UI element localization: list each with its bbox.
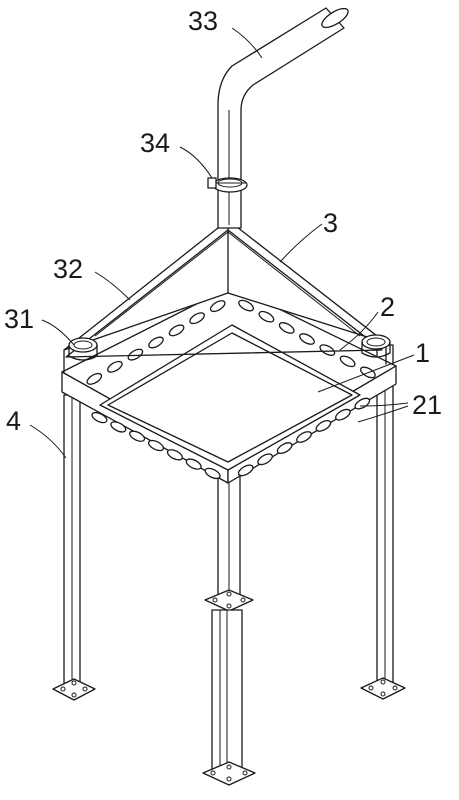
outlet-pipe [207,7,349,229]
leader-lines [29,27,415,459]
socket-left [68,337,98,361]
slot-hole [168,324,185,337]
label-34: 34 [140,128,170,158]
slot-hole [315,419,332,432]
slot-hole [107,360,123,373]
slot-hole [296,431,312,443]
slot-hole [354,397,371,410]
pipe-clamp [207,177,248,193]
label-2: 2 [380,292,395,322]
slot-hole [147,439,165,452]
slot-hole [204,467,221,480]
slot-hole [166,449,183,461]
label-4: 4 [6,406,21,436]
label-32: 32 [53,254,83,284]
perforated-frame [61,285,397,484]
label-21: 21 [412,390,442,420]
label-3: 3 [323,208,338,238]
slot-hole [319,344,336,356]
slot-hole [238,299,255,312]
slot-hole [335,408,351,421]
frame-slots [86,299,376,480]
slot-hole [91,411,108,424]
slot-hole [299,333,315,345]
reference-numerals: 33 34 3 32 31 2 1 21 4 [4,6,442,436]
slot-hole [110,421,127,433]
slot-hole [209,300,226,313]
label-1: 1 [415,338,430,368]
slot-hole [129,430,146,442]
slot-hole [148,336,164,349]
slot-hole [258,310,275,323]
slot-hole [189,312,205,325]
slot-hole [339,355,356,368]
slot-hole [278,322,295,334]
leg-left [52,394,96,701]
slot-hole [86,372,103,385]
label-33: 33 [188,6,218,36]
slot-hole [127,348,144,361]
slot-hole [237,464,254,477]
slot-hole [257,453,273,466]
slot-hole [185,458,202,470]
socket-right [361,334,391,358]
slot-hole [276,442,293,455]
label-31: 31 [4,304,34,334]
